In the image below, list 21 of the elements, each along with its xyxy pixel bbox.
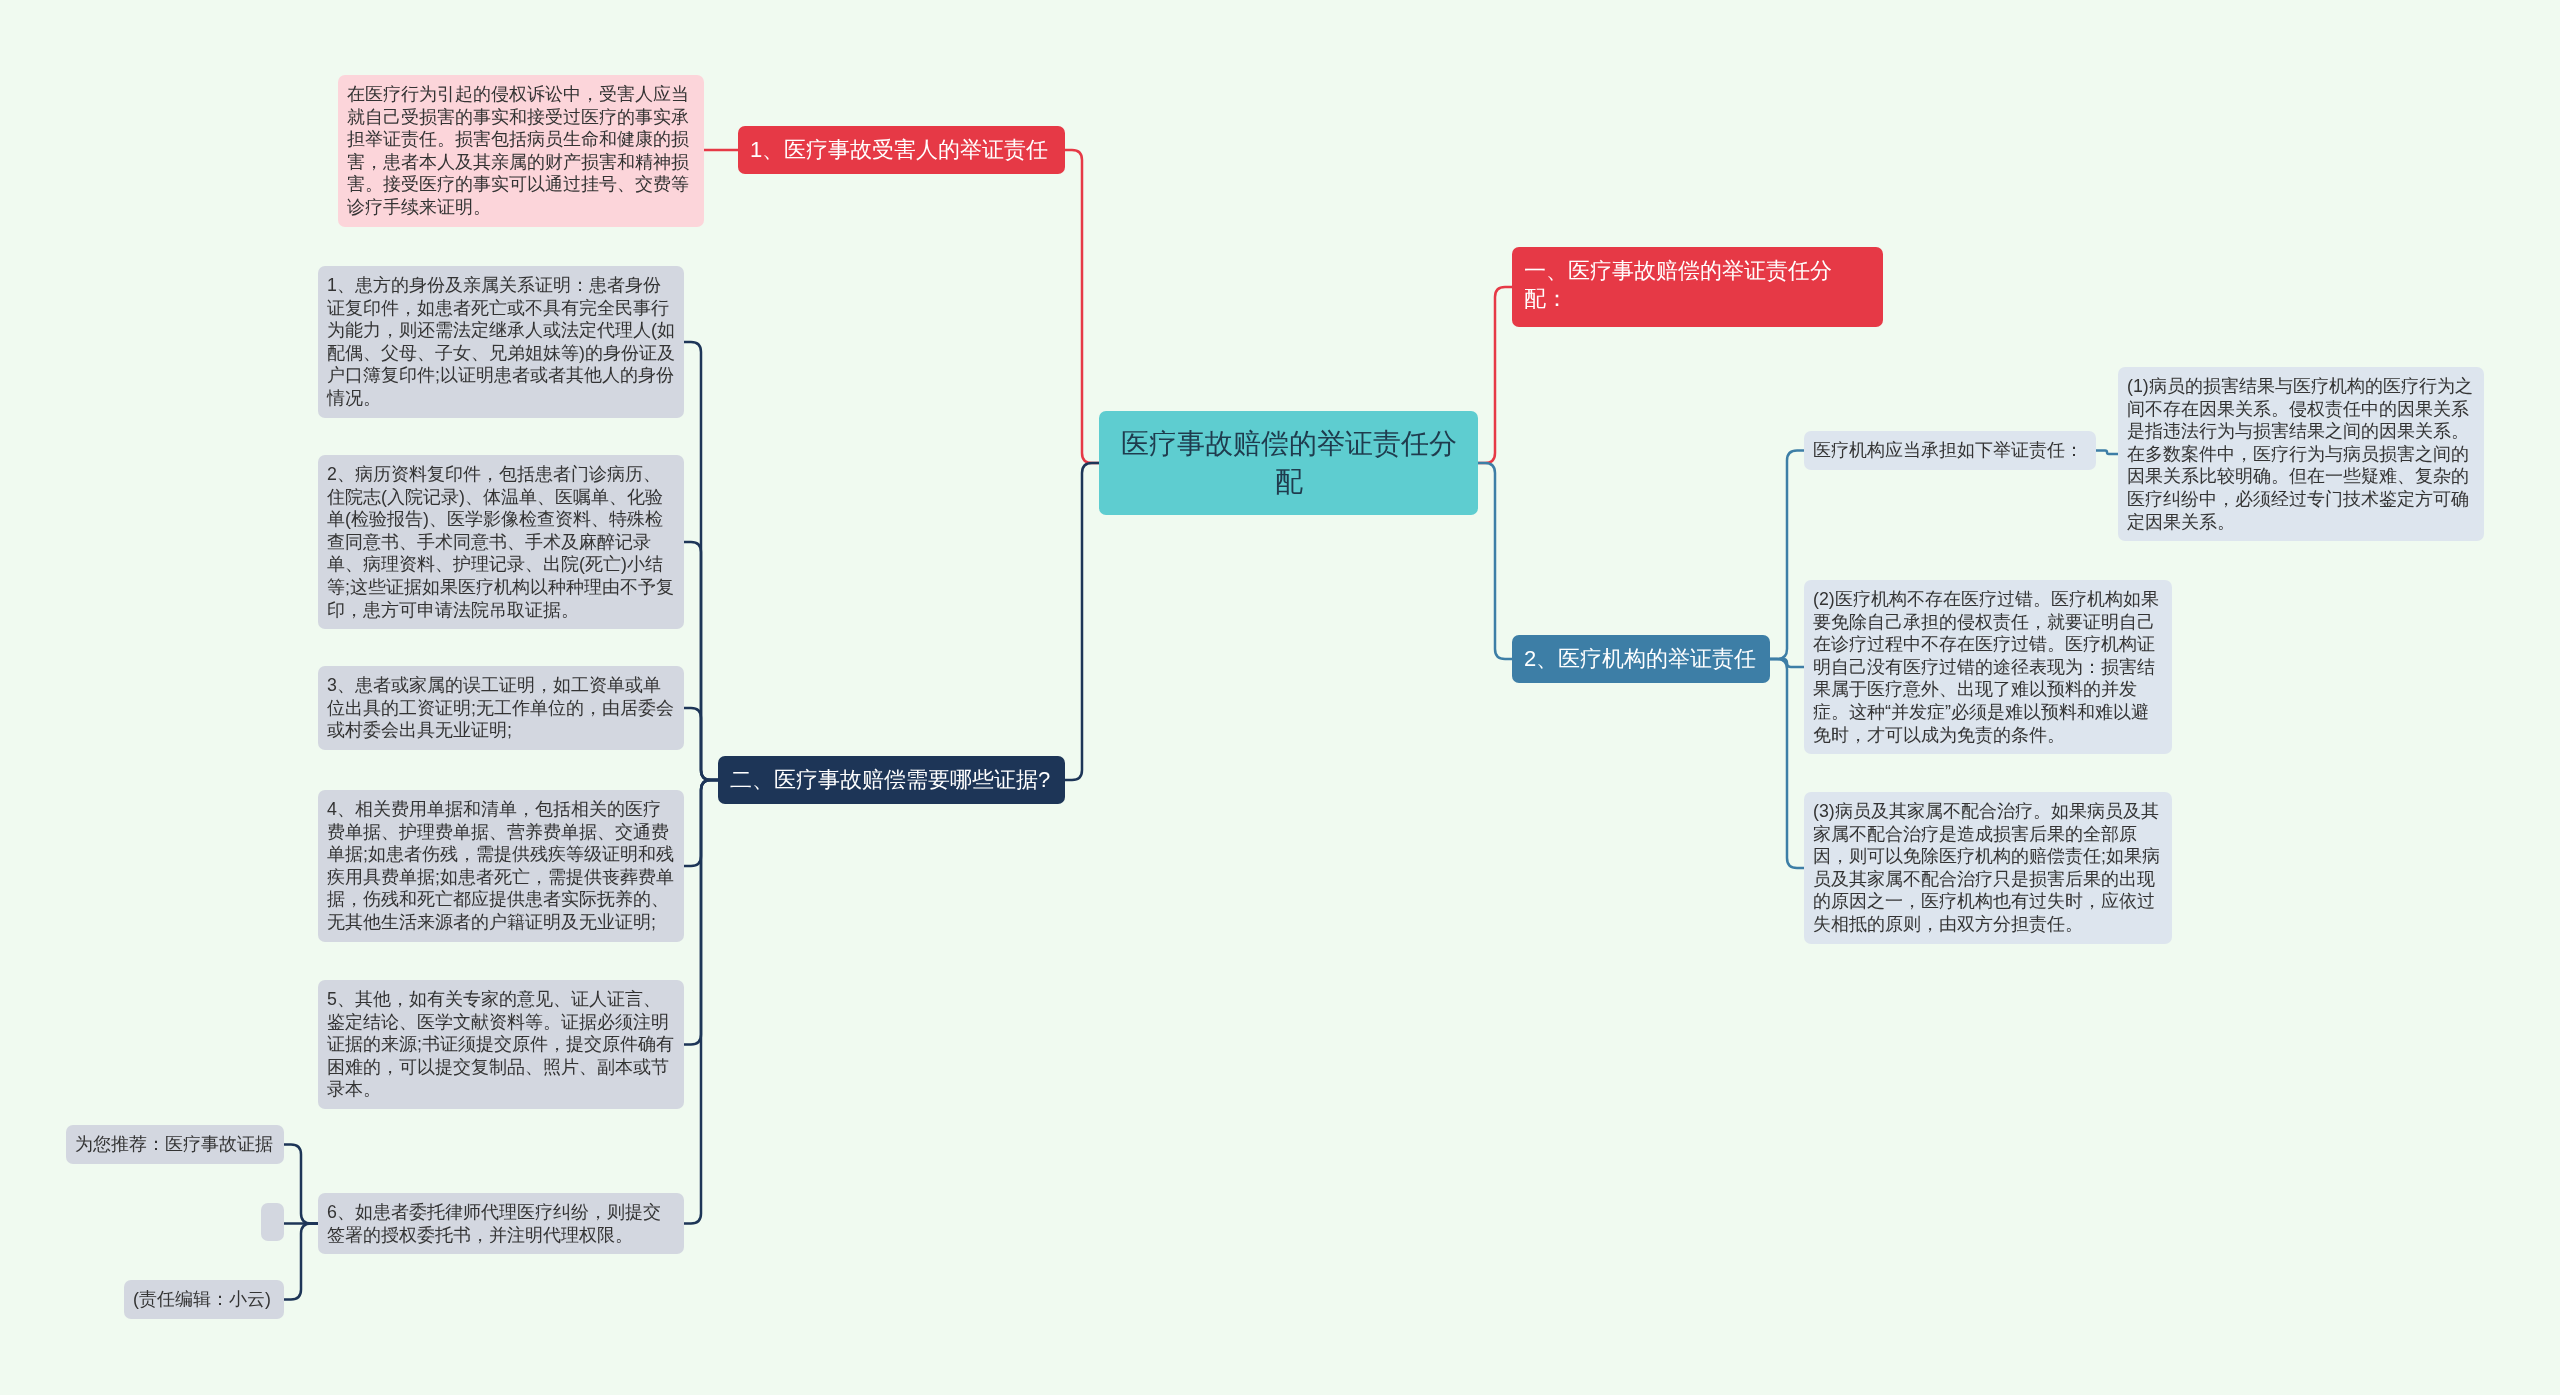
connector-line xyxy=(704,148,738,152)
topic-box: 医疗事故赔偿的举证责任分配 xyxy=(1099,411,1478,515)
note-box: 为您推荐：医疗事故证据 xyxy=(66,1125,284,1164)
note-box: 5、其他，如有关专家的意见、证人证言、鉴定结论、医学文献资料等。证据必须注明证据的来源;书证须提交原件，提交原件确有困难的，可以提交复制品、照片、副本或节录本。 xyxy=(318,980,684,1109)
empty-box xyxy=(261,1203,284,1241)
note-box: 1、患方的身份及亲属关系证明：患者身份证复印件，如患者死亡或不具有完全民事行为能力，则还需法定继承人或法定代理人(如配偶、父母、子女、兄弟姐妹等)的身份证及户口簿复印件;以证明患者或者其他人的身份情况。 xyxy=(318,266,684,418)
branch-box: 2、医疗机构的举证责任 xyxy=(1512,635,1770,683)
connector-line xyxy=(2096,449,2118,456)
note-box: 在医疗行为引起的侵权诉讼中，受害人应当就自己受损害的事实和接受过医疗的事实承担举证责任。损害包括病员生命和健康的损害，患者本人及其亲属的财产损害和精神损害。接受医疗的事实可以通过挂号、交费等诊疗手续来证明。 xyxy=(338,75,704,227)
branch-box: 二、医疗事故赔偿需要哪些证据? xyxy=(718,756,1065,804)
note-box: (1)病员的损害结果与医疗机构的医疗行为之间不存在因果关系。侵权责任中的因果关系是指违法行为与损害结果之间的因果关系。在多数案件中，医疗行为与病员损害之间的因果关系比较明确。但在一些疑难、复杂的医疗纠纷中，必须经过专门技术鉴定方可确定因果关系。 xyxy=(2118,367,2484,542)
note-box: 3、患者或家属的误工证明，如工资单或单位出具的工资证明;无工作单位的，由居委会或村委会出具无业证明; xyxy=(318,666,684,750)
branch-box: 1、医疗事故受害人的举证责任 xyxy=(738,126,1065,174)
note-box: (2)医疗机构不存在医疗过错。医疗机构如果要免除自己承担的侵权责任，就要证明自己在诊疗过程中不存在医疗过错。医疗机构证明自己没有医疗过错的途径表现为：损害结果属于医疗意外、出现了难以预料的并发症。这种“并发症”必须是难以预料和难以避免时，才可以成为免责的条件。 xyxy=(1804,580,2172,755)
branch-box: 一、医疗事故赔偿的举证责任分配： xyxy=(1512,247,1883,327)
note-box: (责任编辑：小云) xyxy=(124,1280,284,1319)
note-box: 4、相关费用单据和清单，包括相关的医疗费单据、护理费单据、营养费单据、交通费单据;如患者伤残，需提供残疾等级证明和残疾用具费单据;如患者死亡，需提供丧葬费单据，伤残和死亡都应提供患者实际抚养的、无其他生活来源者的户籍证明及无业证明; xyxy=(318,790,684,942)
note-box: 6、如患者委托律师代理医疗纠纷，则提交签署的授权委托书，并注明代理权限。 xyxy=(318,1193,684,1255)
note-box: 医疗机构应当承担如下举证责任： xyxy=(1804,431,2096,470)
note-box: (3)病员及其家属不配合治疗。如果病员及其家属不配合治疗是造成损害后果的全部原因，则可以免除医疗机构的赔偿责任;如果病员及其家属不配合治疗只是损害后果的出现的原因之一，医疗机构也有过失时，应依过失相抵的原则，由双方分担责任。 xyxy=(1804,792,2172,944)
note-box: 2、病历资料复印件，包括患者门诊病历、住院志(入院记录)、体温单、医嘱单、化验单(检验报告)、医学影像检查资料、特殊检查同意书、手术同意书、手术及麻醉记录单、病理资料、护理记录、出院(死亡)小结等;这些证据如果医疗机构以种种理由不予复印，患方可申请法院吊取证据。 xyxy=(318,455,684,630)
